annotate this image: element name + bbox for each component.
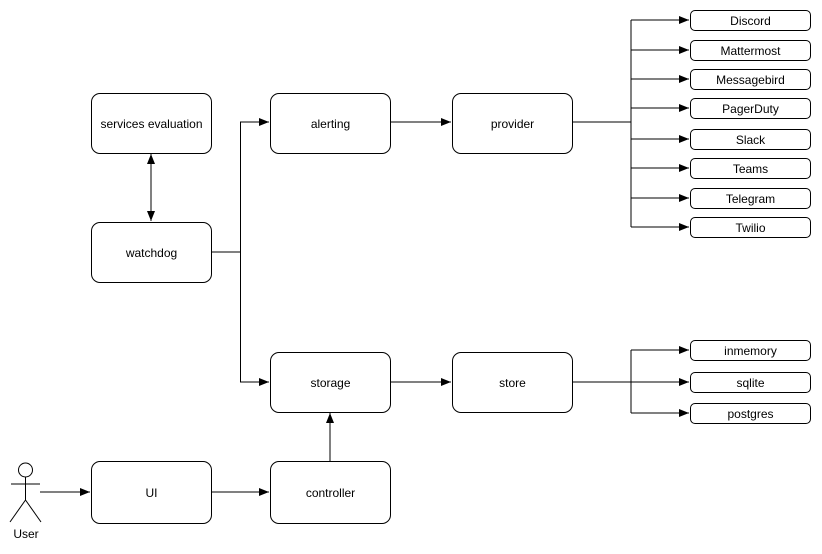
node-ui-label: UI xyxy=(145,485,158,500)
node-watchdog-label: watchdog xyxy=(125,245,178,260)
node-mattermost-label: Mattermost xyxy=(720,43,781,58)
node-controller-label: controller xyxy=(305,485,356,500)
node-inmemory-label: inmemory xyxy=(724,343,777,358)
node-controller: controller xyxy=(270,461,391,524)
node-pagerduty-label: PagerDuty xyxy=(722,101,779,116)
node-teams: Teams xyxy=(690,158,811,179)
node-discord-label: Discord xyxy=(730,13,771,28)
node-store-label: store xyxy=(499,375,526,390)
node-provider-label: provider xyxy=(490,116,535,131)
node-alerting: alerting xyxy=(270,93,391,154)
node-mattermost: Mattermost xyxy=(690,40,811,61)
node-provider: provider xyxy=(452,93,573,154)
node-postgres-label: postgres xyxy=(727,406,774,421)
actor-head xyxy=(18,462,33,478)
node-sqlite: sqlite xyxy=(690,372,811,393)
node-telegram: Telegram xyxy=(690,188,811,209)
actor-leg-right xyxy=(25,499,42,523)
node-store: store xyxy=(452,352,573,413)
node-alerting-label: alerting xyxy=(310,116,351,131)
node-ui: UI xyxy=(91,461,212,524)
node-storage: storage xyxy=(270,352,391,413)
node-teams-label: Teams xyxy=(732,161,769,176)
actor-leg-left xyxy=(9,499,26,523)
node-sqlite-label: sqlite xyxy=(736,375,765,390)
node-storage-label: storage xyxy=(310,375,351,390)
node-discord: Discord xyxy=(690,10,811,31)
node-watchdog: watchdog xyxy=(91,222,212,283)
node-messagebird-label: Messagebird xyxy=(716,72,785,87)
node-services-evaluation: services evaluation xyxy=(91,93,212,154)
node-pagerduty: PagerDuty xyxy=(690,98,811,119)
node-postgres: postgres xyxy=(690,403,811,424)
node-messagebird: Messagebird xyxy=(690,69,811,90)
node-telegram-label: Telegram xyxy=(725,191,776,206)
node-twilio: Twilio xyxy=(690,217,811,238)
node-slack: Slack xyxy=(690,129,811,150)
node-inmemory: inmemory xyxy=(690,340,811,361)
node-twilio-label: Twilio xyxy=(735,220,766,235)
user-actor-label: User xyxy=(13,527,39,541)
node-slack-label: Slack xyxy=(735,132,766,147)
user-actor-figure xyxy=(9,462,42,523)
node-services-evaluation-label: services evaluation xyxy=(100,116,203,131)
